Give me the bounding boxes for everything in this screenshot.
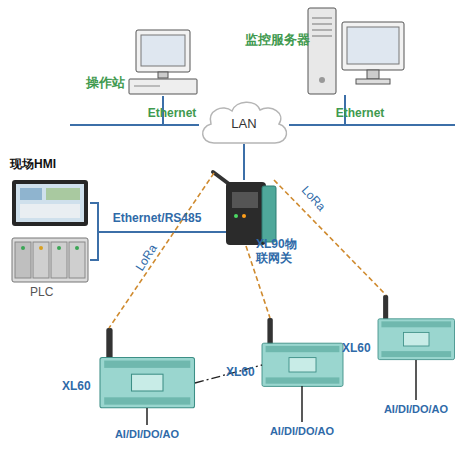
terminal-strip bbox=[266, 346, 340, 352]
io-wire bbox=[146, 408, 148, 425]
antenna-symbol bbox=[267, 318, 272, 347]
terminal-strip bbox=[266, 377, 340, 383]
plc-node: PLC bbox=[10, 236, 90, 284]
drive-slot bbox=[312, 36, 332, 37]
bus-line bbox=[70, 124, 163, 126]
hmi-widget bbox=[46, 188, 80, 200]
node-label: PLC bbox=[30, 286, 53, 300]
cloud-node: LAN bbox=[198, 97, 290, 152]
server-tower bbox=[308, 8, 336, 94]
link-label: LoRa bbox=[134, 242, 161, 274]
server-node: 监控服务器 bbox=[305, 5, 407, 95]
io-device-node: XL60 bbox=[100, 328, 195, 408]
device-body bbox=[378, 319, 455, 360]
antenna-symbol bbox=[213, 172, 229, 184]
hmi-panel bbox=[12, 180, 88, 226]
node-label: 现场HMI bbox=[10, 158, 56, 172]
monitor-stand bbox=[367, 70, 379, 79]
gateway-body bbox=[226, 182, 266, 245]
monitor-stand bbox=[158, 72, 168, 78]
io-signal-label: AI/DI/DO/AO bbox=[270, 425, 334, 438]
status-led bbox=[57, 246, 61, 250]
lora-link bbox=[109, 173, 214, 328]
plc-module bbox=[33, 242, 49, 278]
hmi-screen bbox=[16, 184, 84, 222]
node-label: XL60 bbox=[62, 380, 91, 394]
plc-module bbox=[51, 242, 67, 278]
drive-slot bbox=[312, 30, 332, 31]
terminal-strip bbox=[381, 351, 451, 357]
gateway-label-plate bbox=[232, 192, 258, 208]
status-led bbox=[242, 214, 246, 218]
network-link bbox=[243, 144, 245, 180]
status-led bbox=[75, 246, 79, 250]
device-body bbox=[100, 357, 195, 407]
gateway-node: XL90物联网关 bbox=[222, 180, 278, 246]
antenna-symbol bbox=[383, 295, 388, 322]
plc-module bbox=[69, 242, 85, 278]
plc-rack bbox=[12, 238, 88, 282]
io-device-node: XL60 bbox=[378, 295, 455, 360]
screen-symbol bbox=[141, 35, 185, 66]
monitor-symbol bbox=[136, 30, 190, 72]
hmi-node: 现场HMI bbox=[10, 178, 90, 228]
status-led bbox=[234, 214, 238, 218]
hmi-widget bbox=[20, 204, 80, 218]
terminal-strip bbox=[104, 397, 190, 404]
plc-module bbox=[15, 242, 31, 278]
device-panel bbox=[404, 332, 430, 346]
terminal-strip bbox=[104, 361, 190, 368]
drive-slot bbox=[134, 86, 160, 87]
io-device-node: XL60 bbox=[262, 318, 343, 386]
gateway-rail bbox=[262, 186, 276, 242]
monitor-symbol bbox=[342, 22, 404, 70]
io-signal-label: AI/DI/DO/AO bbox=[115, 428, 179, 441]
status-led bbox=[21, 246, 25, 250]
network-link bbox=[90, 232, 226, 260]
desktop-case bbox=[129, 79, 197, 94]
hmi-widget bbox=[20, 188, 42, 200]
antenna-symbol bbox=[106, 328, 112, 362]
node-label: 操作站 bbox=[86, 76, 125, 91]
power-button bbox=[319, 77, 325, 83]
computer-node: 操作站 bbox=[128, 28, 198, 96]
link-label: Ethernet bbox=[336, 107, 385, 121]
node-label: XL90物联网关 bbox=[256, 238, 306, 266]
link-label: Ethernet bbox=[148, 107, 197, 121]
node-label: LAN bbox=[198, 117, 290, 132]
drive-slot bbox=[312, 18, 332, 19]
bus-line bbox=[345, 124, 455, 126]
device-body bbox=[262, 343, 343, 386]
monitor-base bbox=[356, 79, 390, 84]
node-label: XL60 bbox=[226, 366, 255, 380]
io-device bbox=[262, 318, 343, 386]
device-panel bbox=[289, 358, 316, 372]
network-link bbox=[90, 203, 226, 232]
status-led bbox=[39, 246, 43, 250]
io-device bbox=[378, 295, 455, 360]
io-wire bbox=[415, 360, 417, 400]
node-label: XL60 bbox=[342, 342, 371, 356]
terminal-strip bbox=[381, 321, 451, 327]
link-label: LoRa bbox=[298, 184, 327, 215]
drive-slot bbox=[312, 24, 332, 25]
io-signal-label: AI/DI/DO/AO bbox=[384, 403, 448, 416]
io-wire bbox=[301, 386, 303, 422]
io-device bbox=[100, 328, 195, 408]
screen-symbol bbox=[347, 27, 399, 64]
device-panel bbox=[132, 374, 164, 391]
node-label: 监控服务器 bbox=[245, 33, 310, 48]
link-label: Ethernet/RS485 bbox=[113, 212, 202, 226]
network-link bbox=[195, 365, 262, 383]
